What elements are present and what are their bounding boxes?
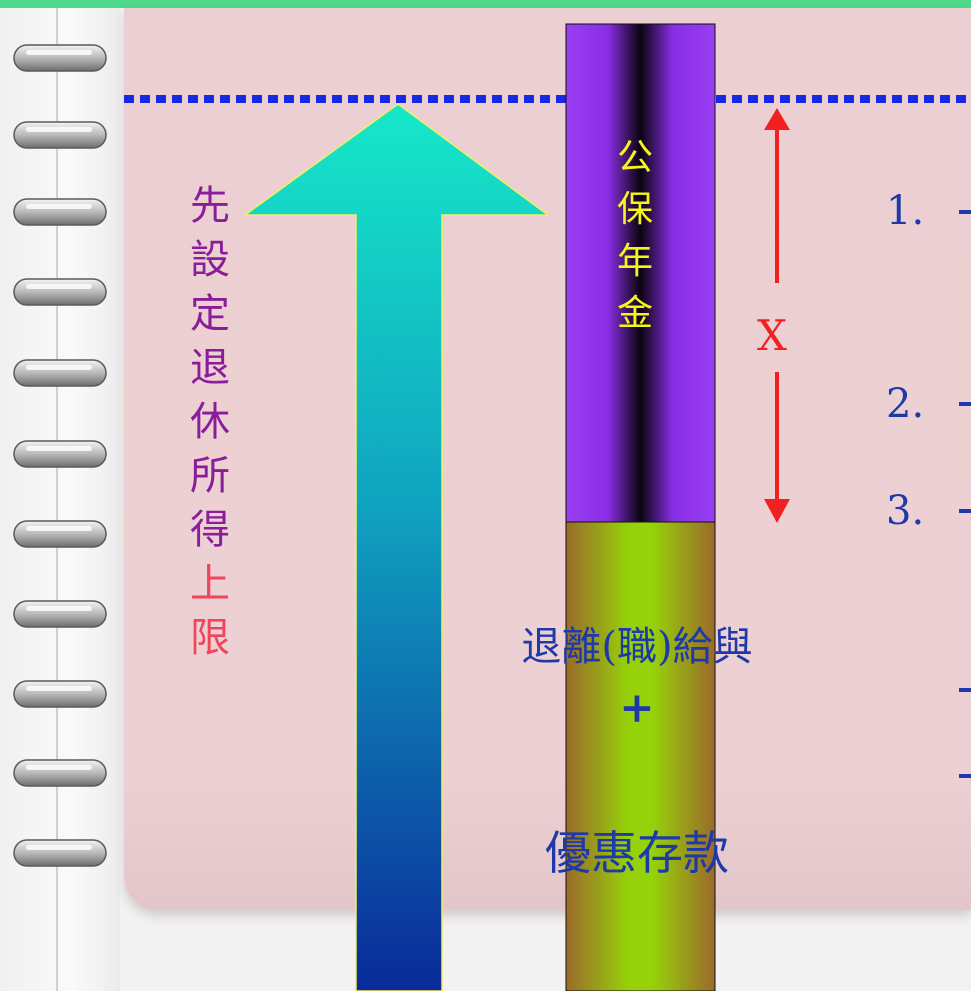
numbered-item: 3. — [886, 488, 925, 534]
binder-line — [56, 8, 58, 991]
cut-off-text-mark — [959, 509, 971, 513]
gap-x-label: X — [757, 311, 787, 360]
left-label-char: 先 — [190, 183, 230, 229]
cut-off-text-mark — [959, 210, 971, 214]
binder-rings — [13, 44, 107, 867]
binder-ring-highlight — [26, 446, 92, 451]
binder-ring-highlight — [26, 765, 92, 770]
left-label-char: 退 — [190, 345, 230, 391]
left-label-char-red: 限 — [190, 615, 230, 661]
pension-label-char: 金 — [616, 293, 653, 334]
preferential-deposit-label: 優惠存款 — [545, 826, 729, 880]
retirement-pay-bar — [565, 521, 716, 991]
income-cap-up-arrow — [242, 103, 551, 991]
cut-off-text-mark — [959, 402, 971, 406]
binder-ring-highlight — [26, 686, 92, 691]
left-label-char-red: 上 — [190, 561, 230, 607]
pension-bar — [565, 23, 716, 523]
pension-label-char: 年 — [616, 241, 653, 282]
binder-ring-highlight — [26, 127, 92, 132]
left-label-char: 休 — [190, 399, 230, 445]
ring-set — [13, 44, 107, 867]
income-cap-vertical-label: 先 設 定 退 休 所 得 上 限 — [188, 186, 232, 672]
cut-off-text-mark — [959, 774, 971, 778]
left-label-char: 得 — [190, 507, 230, 553]
left-label-char: 所 — [190, 453, 230, 499]
numbered-item: 1. — [886, 188, 925, 234]
left-label-char: 設 — [190, 237, 230, 283]
pension-bar-label: 公 保 年 金 — [615, 140, 655, 348]
binder-ring-highlight — [26, 526, 92, 531]
content-panel — [124, 8, 971, 910]
income-cap-dotted-line — [124, 95, 971, 103]
binder-ring-highlight — [26, 845, 92, 850]
binder-ring-highlight — [26, 606, 92, 611]
numbered-item: 2. — [886, 381, 925, 427]
binder-ring-highlight — [26, 365, 92, 370]
plus-sign: + — [619, 683, 655, 732]
gap-double-arrow — [764, 108, 790, 523]
cut-off-text-mark — [959, 688, 971, 692]
pension-label-char: 保 — [616, 189, 653, 230]
binder-ring-highlight — [26, 50, 92, 55]
binder-ring-highlight — [26, 284, 92, 289]
binder-ring-highlight — [26, 204, 92, 209]
left-label-char: 定 — [190, 291, 230, 337]
binder-margin — [0, 8, 120, 991]
pension-label-char: 公 — [616, 137, 653, 178]
retirement-pay-label: 退離(職)給與 — [521, 624, 753, 670]
